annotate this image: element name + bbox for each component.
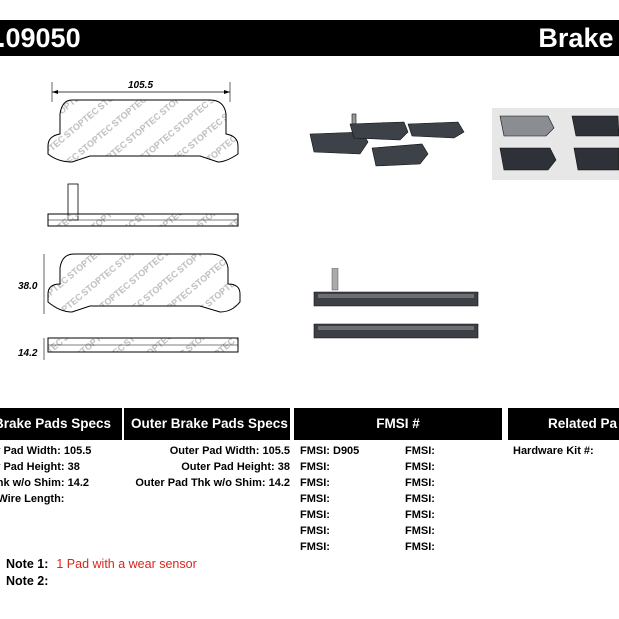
inner-specs-header: Brake Pads Specs xyxy=(0,408,122,440)
fmsi-row: FMSI: xyxy=(405,525,435,537)
pad-outline-front xyxy=(47,253,241,313)
technical-drawing: STOPTECH xyxy=(43,82,241,360)
fmsi-row: FMSI: D905 xyxy=(300,445,360,457)
fmsi-right-list: FMSI: FMSI: FMSI: FMSI: FMSI: FMSI: FMSI… xyxy=(405,443,501,555)
thickness-dimension: 14.2 xyxy=(18,348,38,359)
related-row: Hardware Kit #: xyxy=(513,445,594,457)
fmsi-row: FMSI: xyxy=(405,445,435,457)
fmsi-row: FMSI: xyxy=(405,477,435,489)
outer-spec-row: Outer Pad Width: 105.5 xyxy=(169,445,290,457)
height-dimension: 38.0 xyxy=(18,281,38,292)
outer-spec-row: Outer Pad Thk w/o Shim: 14.2 xyxy=(135,477,290,489)
inner-spec-row: er Pad Height: 38 xyxy=(0,461,80,473)
fmsi-row: FMSI: xyxy=(300,509,330,521)
outer-specs-header: Outer Brake Pads Specs xyxy=(124,408,290,440)
fmsi-row: FMSI: xyxy=(300,477,330,489)
inner-spec-row: Thk w/o Shim: 14.2 xyxy=(0,477,90,489)
width-dimension: 105.5 xyxy=(128,80,154,91)
pad-outline-top xyxy=(47,99,239,163)
fmsi-row: FMSI: xyxy=(405,493,435,505)
fmsi-header: FMSI # xyxy=(294,408,502,440)
note-2: Note 2: xyxy=(6,573,56,589)
related-header: Related Pa xyxy=(508,408,619,440)
fmsi-row: FMSI: xyxy=(300,525,330,537)
page-title: Brake P xyxy=(538,23,619,53)
related-list: Hardware Kit #: xyxy=(513,443,619,459)
fmsi-row: FMSI: xyxy=(405,541,435,553)
fmsi-row: FMSI: xyxy=(300,493,330,505)
part-number: .09050 xyxy=(0,23,81,53)
product-photo-side xyxy=(313,268,479,339)
inner-spec-row: er Pad Width: 105.5 xyxy=(0,445,92,457)
fmsi-row: FMSI: xyxy=(300,541,330,553)
fmsi-row: FMSI: xyxy=(405,461,435,473)
inner-spec-row: r Wire Length: xyxy=(0,493,65,505)
product-photo-set xyxy=(309,113,465,167)
fmsi-left-list: FMSI: D905 FMSI: FMSI: FMSI: FMSI: FMSI:… xyxy=(300,443,400,555)
outer-spec-row: Outer Pad Height: 38 xyxy=(181,461,290,473)
outer-specs-list: Outer Pad Width: 105.5 Outer Pad Height:… xyxy=(124,443,290,491)
title-bar: .09050 Brake P xyxy=(0,20,619,56)
note-2-label: Note 2: xyxy=(6,574,49,588)
fmsi-row: FMSI: xyxy=(300,461,330,473)
fmsi-row: FMSI: xyxy=(405,509,435,521)
note-1: Note 1: 1 Pad with a wear sensor xyxy=(6,556,197,572)
note-1-label: Note 1: xyxy=(6,557,49,571)
note-1-value: 1 Pad with a wear sensor xyxy=(56,557,197,571)
inner-specs-list: er Pad Width: 105.5 er Pad Height: 38 Th… xyxy=(0,443,122,507)
product-photo-pads xyxy=(492,108,619,180)
